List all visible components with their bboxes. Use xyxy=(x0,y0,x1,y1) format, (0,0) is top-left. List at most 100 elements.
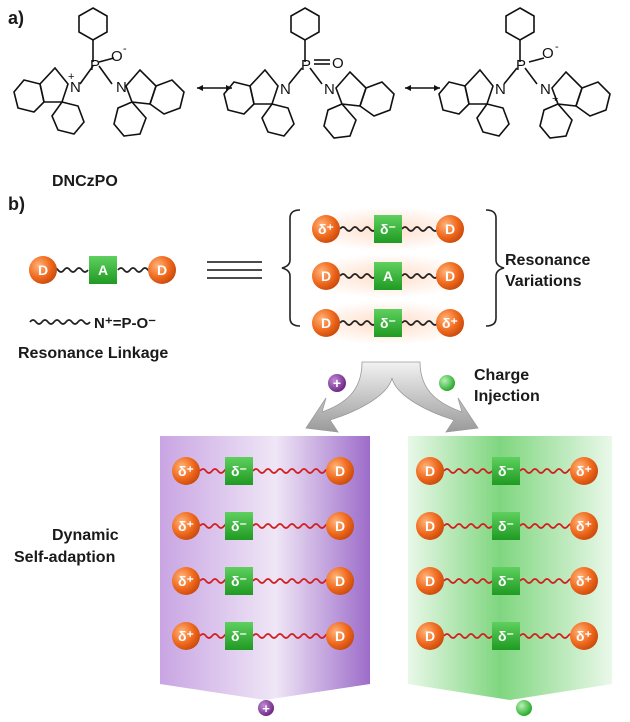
node-label: δ⁻ xyxy=(231,463,247,479)
unit-row: δ⁺δ⁻D xyxy=(304,207,472,251)
node-label: δ⁺ xyxy=(576,518,592,534)
unit-row: δ⁺ δ⁻ D xyxy=(172,457,354,485)
linker-wave xyxy=(443,578,493,584)
acceptor-node xyxy=(225,567,253,595)
variations-label-line2: Variations xyxy=(505,273,582,290)
adaptation-label-line1: Dynamic xyxy=(52,527,119,544)
svg-text:-: - xyxy=(123,43,127,55)
node-label: δ⁻ xyxy=(380,315,396,331)
linker-wave xyxy=(252,578,332,584)
svg-text:O: O xyxy=(332,55,344,72)
node-label: D xyxy=(445,268,455,284)
donor-node xyxy=(172,512,200,540)
svg-text:N: N xyxy=(116,79,127,96)
donor-node xyxy=(312,262,340,290)
linkage-formula: N⁺=P-O⁻ xyxy=(94,315,156,332)
linker-wave xyxy=(252,523,332,529)
donor-node xyxy=(172,457,200,485)
linker-wave xyxy=(339,320,377,326)
hole-icon xyxy=(258,700,274,716)
charge-injection-line2: Injection xyxy=(474,388,540,405)
acceptor-label: A xyxy=(98,262,108,278)
node-label: δ⁺ xyxy=(178,463,194,479)
linker-wave xyxy=(199,468,231,474)
svg-text:N: N xyxy=(324,81,335,98)
unit-row: δ⁺δ⁻D xyxy=(172,512,354,540)
acceptor-node xyxy=(492,512,520,540)
structure-right-atoms: P O - N N + xyxy=(495,41,559,105)
hole-symbol: + xyxy=(262,701,270,716)
structure-right xyxy=(438,7,611,139)
linker-wave xyxy=(199,578,231,584)
donor-label: D xyxy=(157,262,167,278)
variations-bracket xyxy=(281,209,505,327)
node-label: D xyxy=(445,221,455,237)
resonance-arrowhead-2b xyxy=(434,85,440,91)
donor-node xyxy=(172,622,200,650)
linker-wave xyxy=(199,523,231,529)
node-label: δ⁻ xyxy=(498,573,514,589)
linkage-legend: N⁺=P-O⁻ Resonance Linkage xyxy=(18,315,168,362)
node-label: A xyxy=(383,268,393,284)
resonance-arrowhead-1a xyxy=(197,85,203,91)
linker-wave xyxy=(401,320,439,326)
hole-symbol: + xyxy=(333,375,341,391)
acceptor-node xyxy=(225,457,253,485)
donor-node xyxy=(326,512,354,540)
acceptor-node xyxy=(492,567,520,595)
linker-wave xyxy=(519,578,575,584)
linker-wave xyxy=(519,468,575,474)
node-label: D xyxy=(335,463,345,479)
donor-node xyxy=(570,622,598,650)
svg-text:P: P xyxy=(516,57,526,74)
donor-node xyxy=(326,567,354,595)
donor-node xyxy=(416,567,444,595)
equivalence-sign xyxy=(207,261,262,279)
linker-wave xyxy=(443,633,493,639)
linker-wave xyxy=(252,468,332,474)
charge-injection-line1: Charge xyxy=(474,367,529,384)
donor-node xyxy=(436,262,464,290)
linkage-caption: Resonance Linkage xyxy=(18,345,168,362)
svg-text:N: N xyxy=(280,81,291,98)
donor-node xyxy=(436,309,464,337)
structure-left xyxy=(13,7,185,137)
svg-text:+: + xyxy=(68,71,74,83)
linker-wave xyxy=(519,633,575,639)
single-unit: D A D xyxy=(29,256,176,284)
structure-middle xyxy=(223,7,395,139)
node-label: δ⁻ xyxy=(498,463,514,479)
donor-node xyxy=(326,457,354,485)
node-label: δ⁺ xyxy=(576,463,592,479)
node-label: δ⁺ xyxy=(178,628,194,644)
linker-wave xyxy=(339,226,377,232)
unit-row: δ⁺δ⁻D xyxy=(172,622,354,650)
node-label: δ⁻ xyxy=(498,518,514,534)
node-label: δ⁺ xyxy=(576,573,592,589)
acceptor-node xyxy=(374,215,402,243)
linker-wave xyxy=(401,273,439,279)
linker-wave xyxy=(199,633,231,639)
acceptor-node xyxy=(225,512,253,540)
linker-wave xyxy=(519,523,575,529)
svg-text:P: P xyxy=(90,57,100,74)
node-label: δ⁺ xyxy=(442,315,458,331)
svg-text:O: O xyxy=(542,45,554,62)
node-label: δ⁻ xyxy=(380,221,396,237)
donor-node xyxy=(570,457,598,485)
acceptor-node xyxy=(492,622,520,650)
node-label: δ⁺ xyxy=(178,573,194,589)
svg-text:N: N xyxy=(540,81,551,98)
node-label: D xyxy=(425,518,435,534)
donor-node xyxy=(29,256,57,284)
acceptor-node xyxy=(374,262,402,290)
donor-node xyxy=(416,512,444,540)
node-label: D xyxy=(425,573,435,589)
donor-node xyxy=(436,215,464,243)
donor-node xyxy=(326,622,354,650)
panel-b-label: b) xyxy=(8,194,25,214)
